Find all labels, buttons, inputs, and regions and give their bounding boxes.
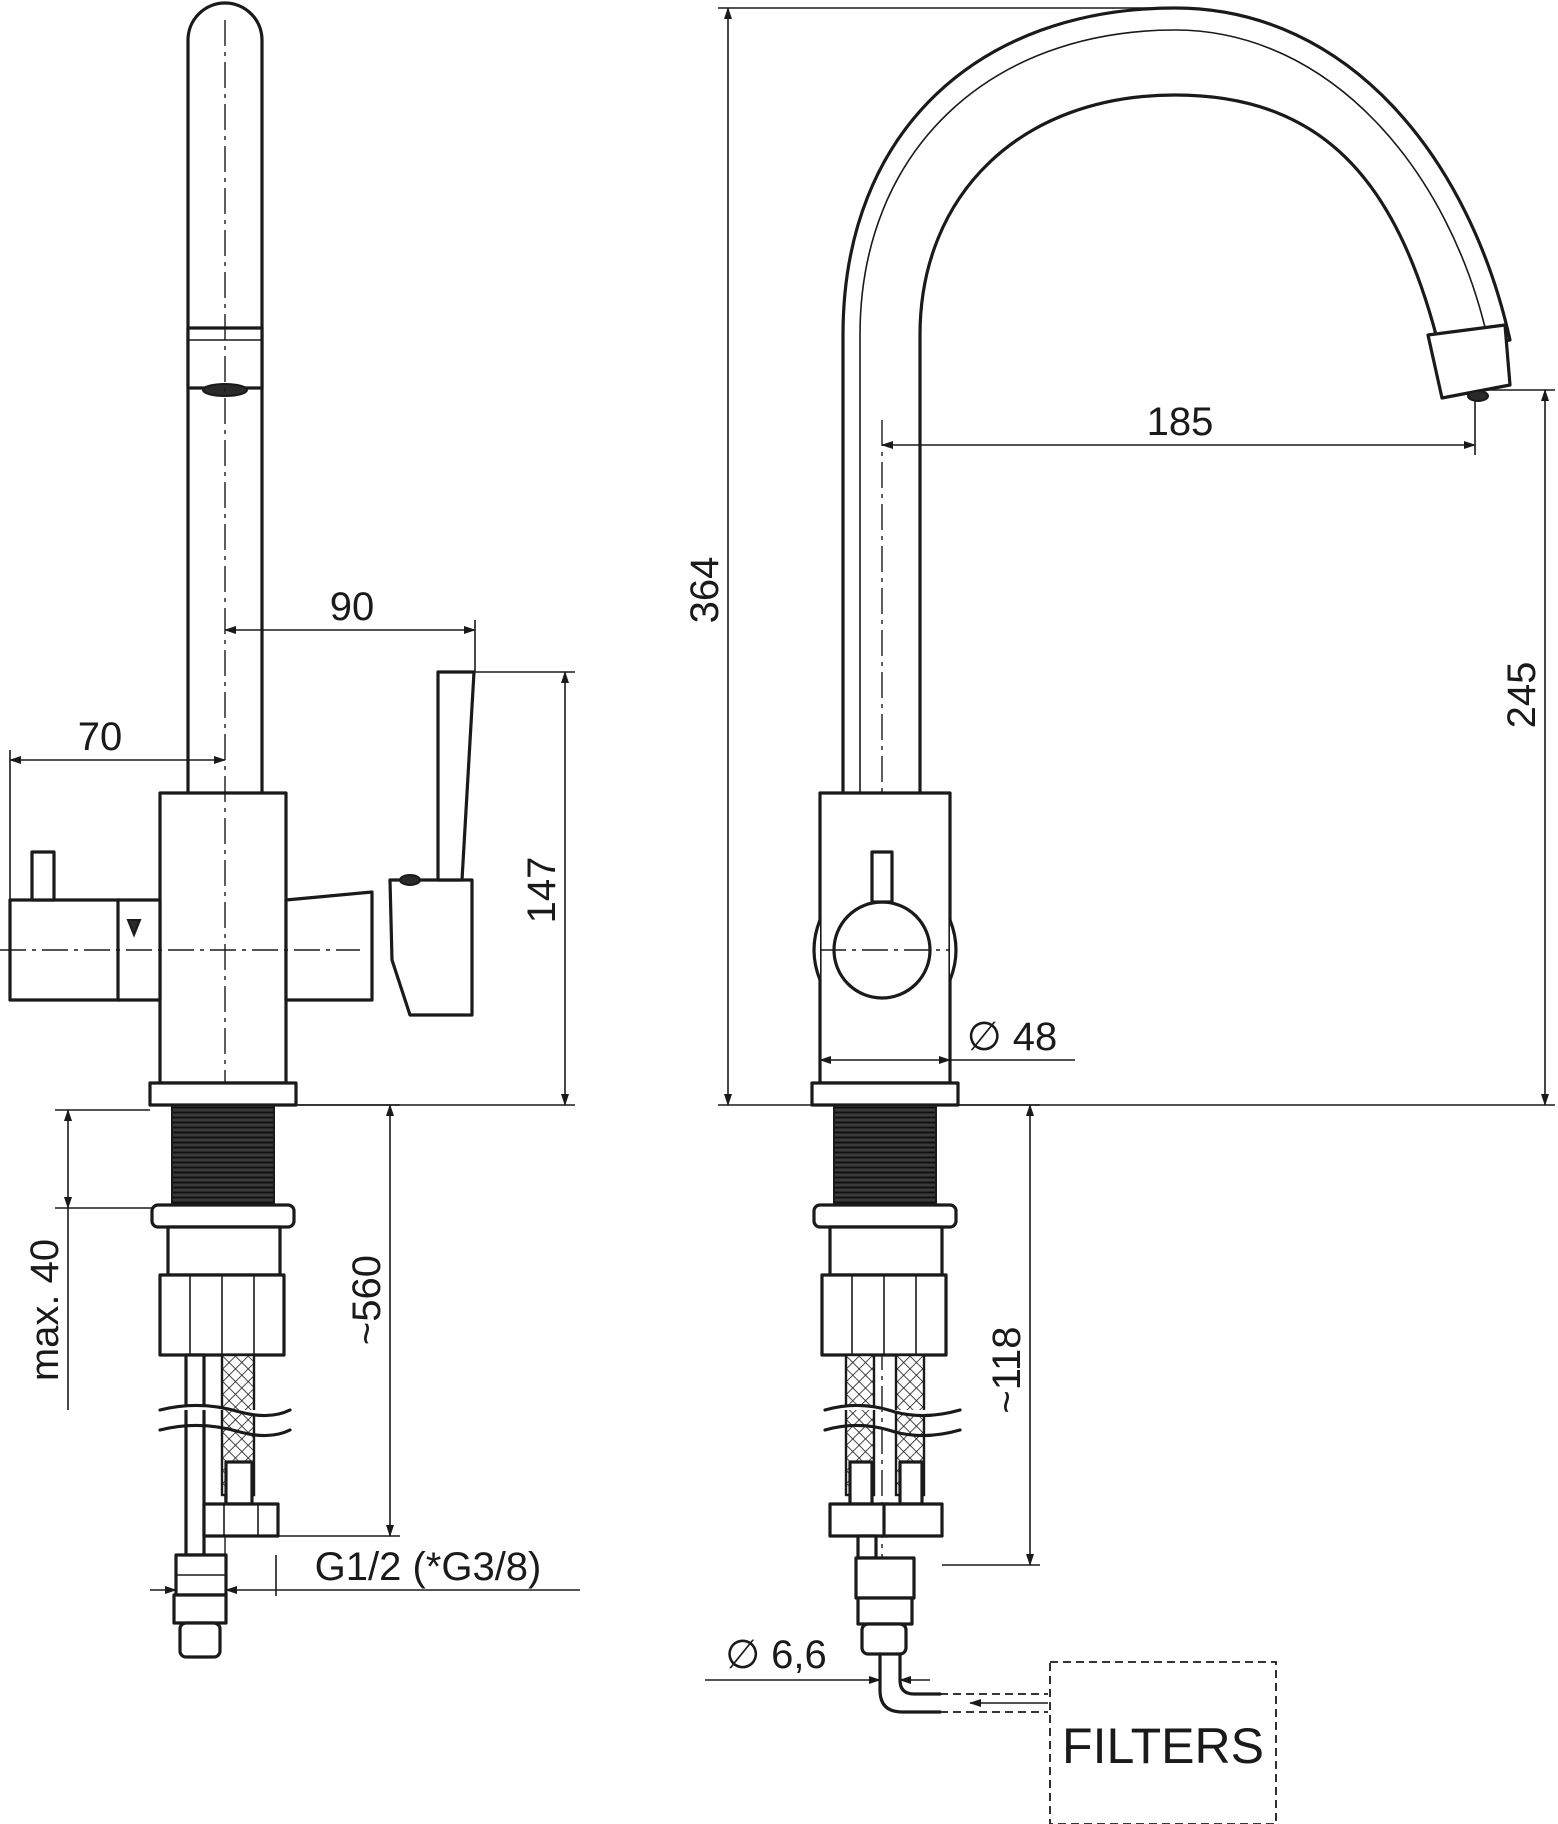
side-base-flange (810, 1081, 960, 1107)
side-hose-nut-left (828, 1502, 890, 1538)
dim-560: ~560 (345, 1255, 389, 1345)
side-spout-outer (841, 6, 1512, 795)
dim-6-6: ∅ 6,6 (725, 1633, 827, 1677)
dim-max-40: max. 40 (23, 1239, 67, 1381)
dim-g12: G1/2 (*G3/8) (315, 1545, 542, 1589)
dim-147: 147 (520, 857, 564, 924)
filters-label: FILTERS (1062, 1718, 1264, 1774)
dim-245: 245 (1500, 662, 1544, 729)
front-lever-base (388, 878, 474, 1017)
dim-185: 185 (1147, 400, 1214, 444)
front-washer (150, 1203, 296, 1229)
side-lower-fitting (854, 1556, 916, 1600)
front-threaded-stud (171, 1104, 275, 1206)
front-spout-pipe (186, 1, 264, 797)
front-nut-top (166, 1225, 282, 1277)
side-nut-top (828, 1225, 944, 1277)
side-knob-stem (870, 850, 894, 904)
front-tube (184, 1353, 206, 1557)
front-view: 90 70 147 max. 40 ~560 G1/2 (*G3/8) (0, 1, 580, 1659)
filters-box (1049, 1661, 1277, 1824)
front-left-knob (30, 850, 56, 902)
side-washer (812, 1203, 958, 1229)
dim-48: ∅ 48 (967, 1015, 1057, 1059)
front-right-arm (284, 890, 374, 1002)
side-hose-nut-right (882, 1502, 944, 1538)
front-hose-nut (202, 1502, 280, 1538)
side-threaded-stud (833, 1104, 937, 1206)
side-aerator (1426, 323, 1512, 400)
front-valve-body (158, 791, 288, 1085)
front-lever-handle (436, 670, 476, 882)
front-indicator-icon (126, 919, 142, 938)
front-base-flange (148, 1081, 298, 1107)
dim-118: ~118 (985, 1326, 1029, 1413)
dim-90: 90 (330, 585, 375, 629)
dim-364: 364 (683, 557, 727, 624)
dim-70: 70 (78, 715, 123, 759)
side-view: FILTERS 364 185 245 ∅ 48 ~118 ∅ 6,6 (683, 6, 1555, 1824)
